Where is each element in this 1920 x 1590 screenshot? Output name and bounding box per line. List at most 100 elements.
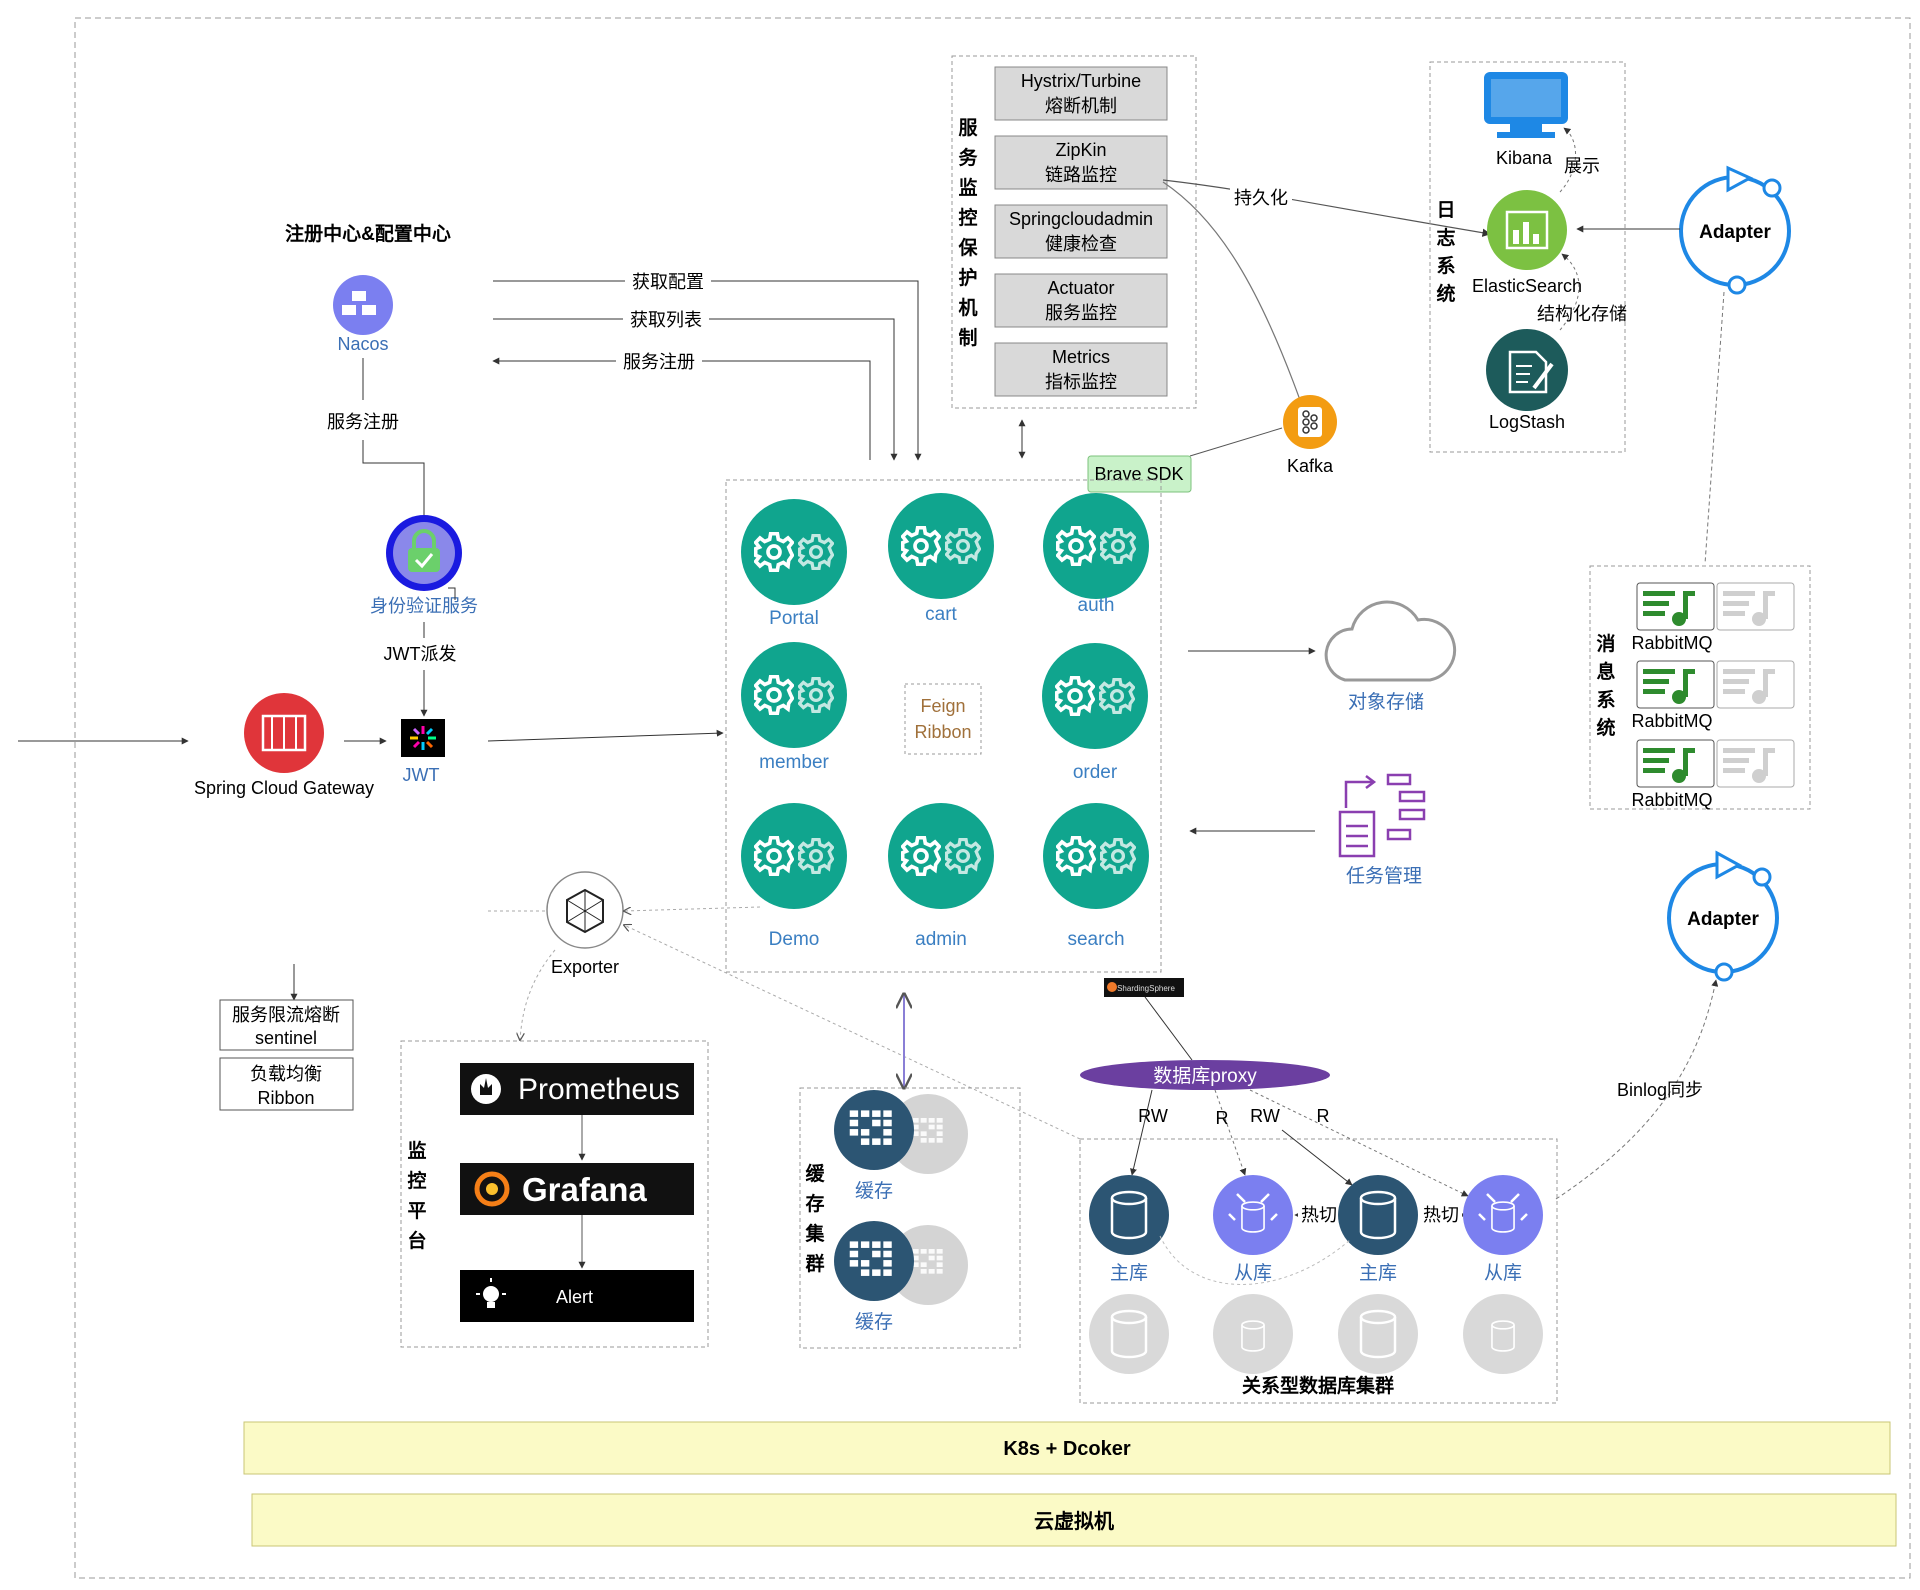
jwt-label: JWT (403, 765, 440, 785)
exporter-node[interactable]: Exporter (546, 871, 624, 977)
db-slave-2[interactable]: 从库 (1463, 1175, 1543, 1284)
feign-ribbon-box[interactable]: Feign Ribbon (904, 683, 982, 755)
kafka-node[interactable]: Kafka (1283, 395, 1337, 476)
brave-sdk-badge[interactable]: Brave SDK (1087, 455, 1192, 493)
monitoring-section (951, 55, 1197, 409)
vertical-title-char: 日 (1436, 200, 1455, 221)
monitoring-item[interactable]: Actuator 服务监控 (994, 273, 1168, 328)
vertical-title-char: 消 (1596, 632, 1615, 655)
hot-switch-2: 热切 (1423, 1205, 1459, 1225)
service-auth[interactable]: auth (1043, 493, 1149, 616)
show-label: 展示 (1564, 156, 1600, 176)
ribbon-lb-box[interactable]: 负载均衡 Ribbon (219, 1057, 354, 1111)
gears-icon (741, 642, 847, 748)
monitoring-item-title: Actuator (1047, 278, 1114, 298)
service-member[interactable]: member (741, 642, 847, 773)
db-proxy-label: 数据库proxy (1153, 1065, 1257, 1087)
gears-icon (1043, 803, 1149, 909)
gears-icon (1042, 643, 1148, 749)
service-cart[interactable]: cart (888, 493, 994, 625)
gears-icon (888, 803, 994, 909)
service-label: search (1067, 929, 1124, 950)
adapter-bottom-label: Adapter (1687, 909, 1759, 930)
jwt-issue-label: JWT派发 (384, 644, 457, 664)
db-master-2[interactable]: 主库 (1338, 1175, 1418, 1284)
brave-sdk-label: Brave SDK (1094, 464, 1183, 484)
jwt-node[interactable]: JWT (401, 719, 445, 785)
logstash-node[interactable]: LogStash (1486, 329, 1568, 432)
task-mgmt-node[interactable]: 任务管理 (1338, 773, 1426, 887)
gears-icon (888, 493, 994, 599)
auth-service-node[interactable]: 身份验证服务 (370, 515, 478, 616)
gateway-label: Spring Cloud Gateway (194, 778, 374, 798)
registry-title: 注册中心&配置中心 (285, 222, 451, 245)
alert-tile[interactable]: Alert (460, 1270, 694, 1322)
rabbitmq-label: RabbitMQ (1631, 633, 1712, 653)
cache-item[interactable]: 缓存 (834, 1221, 968, 1333)
elasticsearch-label: ElasticSearch (1472, 276, 1582, 296)
object-storage-node[interactable]: 对象存储 (1324, 600, 1457, 713)
vertical-title-char: 机 (958, 297, 977, 319)
ribbon-label: Ribbon (914, 722, 971, 742)
elasticsearch-node[interactable]: ElasticSearch (1472, 190, 1582, 296)
vertical-title-char: 护 (958, 266, 977, 289)
db-slave-1-label: 从库 (1234, 1262, 1272, 1284)
grafana-icon (474, 1171, 510, 1207)
adapter-top[interactable]: Adapter (1679, 165, 1791, 295)
service-demo[interactable]: Demo (741, 803, 847, 950)
service-label: cart (925, 604, 957, 625)
rabbitmq-item[interactable]: RabbitMQ (1631, 582, 1795, 653)
service-order[interactable]: order (1042, 643, 1148, 783)
db-master-1[interactable]: 主库 (1089, 1175, 1169, 1284)
kibana-node[interactable]: Kibana (1484, 72, 1568, 168)
monitoring-item-title: Springcloudadmin (1009, 209, 1153, 229)
monitoring-item-subtitle: 服务监控 (1045, 303, 1117, 323)
sentinel-box[interactable]: 服务限流熔断 sentinel (219, 999, 354, 1051)
rw-label-2: RW (1250, 1106, 1280, 1126)
k8s-bar[interactable]: K8s + Dcoker (243, 1421, 1891, 1475)
gears-icon (741, 803, 847, 909)
monitoring-item-subtitle: 健康检查 (1045, 234, 1117, 254)
service-admin[interactable]: admin (888, 803, 994, 950)
vertical-title-char: 监 (958, 176, 977, 199)
nacos-node[interactable]: Nacos (333, 275, 393, 354)
service-label: Demo (769, 929, 820, 950)
monitoring-item-subtitle: 熔断机制 (1045, 96, 1117, 116)
prometheus-tile[interactable]: Prometheus (460, 1063, 694, 1115)
register-edge-label: 服务注册 (623, 352, 695, 372)
bulb-icon (483, 1286, 499, 1302)
grafana-tile[interactable]: Grafana (460, 1163, 694, 1215)
service-search[interactable]: search (1043, 803, 1149, 950)
r-label-1: R (1216, 1108, 1229, 1128)
db-slave-2-label: 从库 (1484, 1262, 1522, 1284)
service-portal[interactable]: Portal (741, 499, 847, 629)
queue-icon (1643, 591, 1695, 626)
db-cluster-section (1079, 1138, 1558, 1404)
cache-item[interactable]: 缓存 (834, 1090, 968, 1202)
vertical-title-char: 系 (1436, 255, 1455, 277)
rabbitmq-item[interactable]: RabbitMQ (1631, 739, 1795, 810)
db-proxy-node[interactable]: 数据库proxy (1080, 1060, 1330, 1090)
rw-label-1: RW (1138, 1106, 1168, 1126)
k8s-label: K8s + Dcoker (1003, 1438, 1131, 1460)
service-label: member (759, 752, 829, 773)
db-master-2-label: 主库 (1359, 1262, 1397, 1284)
monitoring-item[interactable]: Springcloudadmin 健康检查 (994, 204, 1168, 259)
feign-label: Feign (920, 696, 965, 716)
queue-icon (1643, 669, 1695, 704)
adapter-bottom[interactable]: Adapter (1667, 850, 1779, 982)
service-label: auth (1078, 595, 1115, 616)
rabbitmq-item[interactable]: RabbitMQ (1631, 660, 1795, 731)
database-icon (1338, 1175, 1418, 1255)
gateway-node[interactable]: Spring Cloud Gateway (194, 693, 374, 798)
cloud-vm-label: 云虚拟机 (1034, 1509, 1114, 1533)
db-slave-1[interactable]: 从库 (1213, 1175, 1293, 1284)
database-replica-icon (1213, 1175, 1293, 1255)
cloud-vm-bar[interactable]: 云虚拟机 (251, 1493, 1897, 1547)
gears-icon (1043, 493, 1149, 599)
